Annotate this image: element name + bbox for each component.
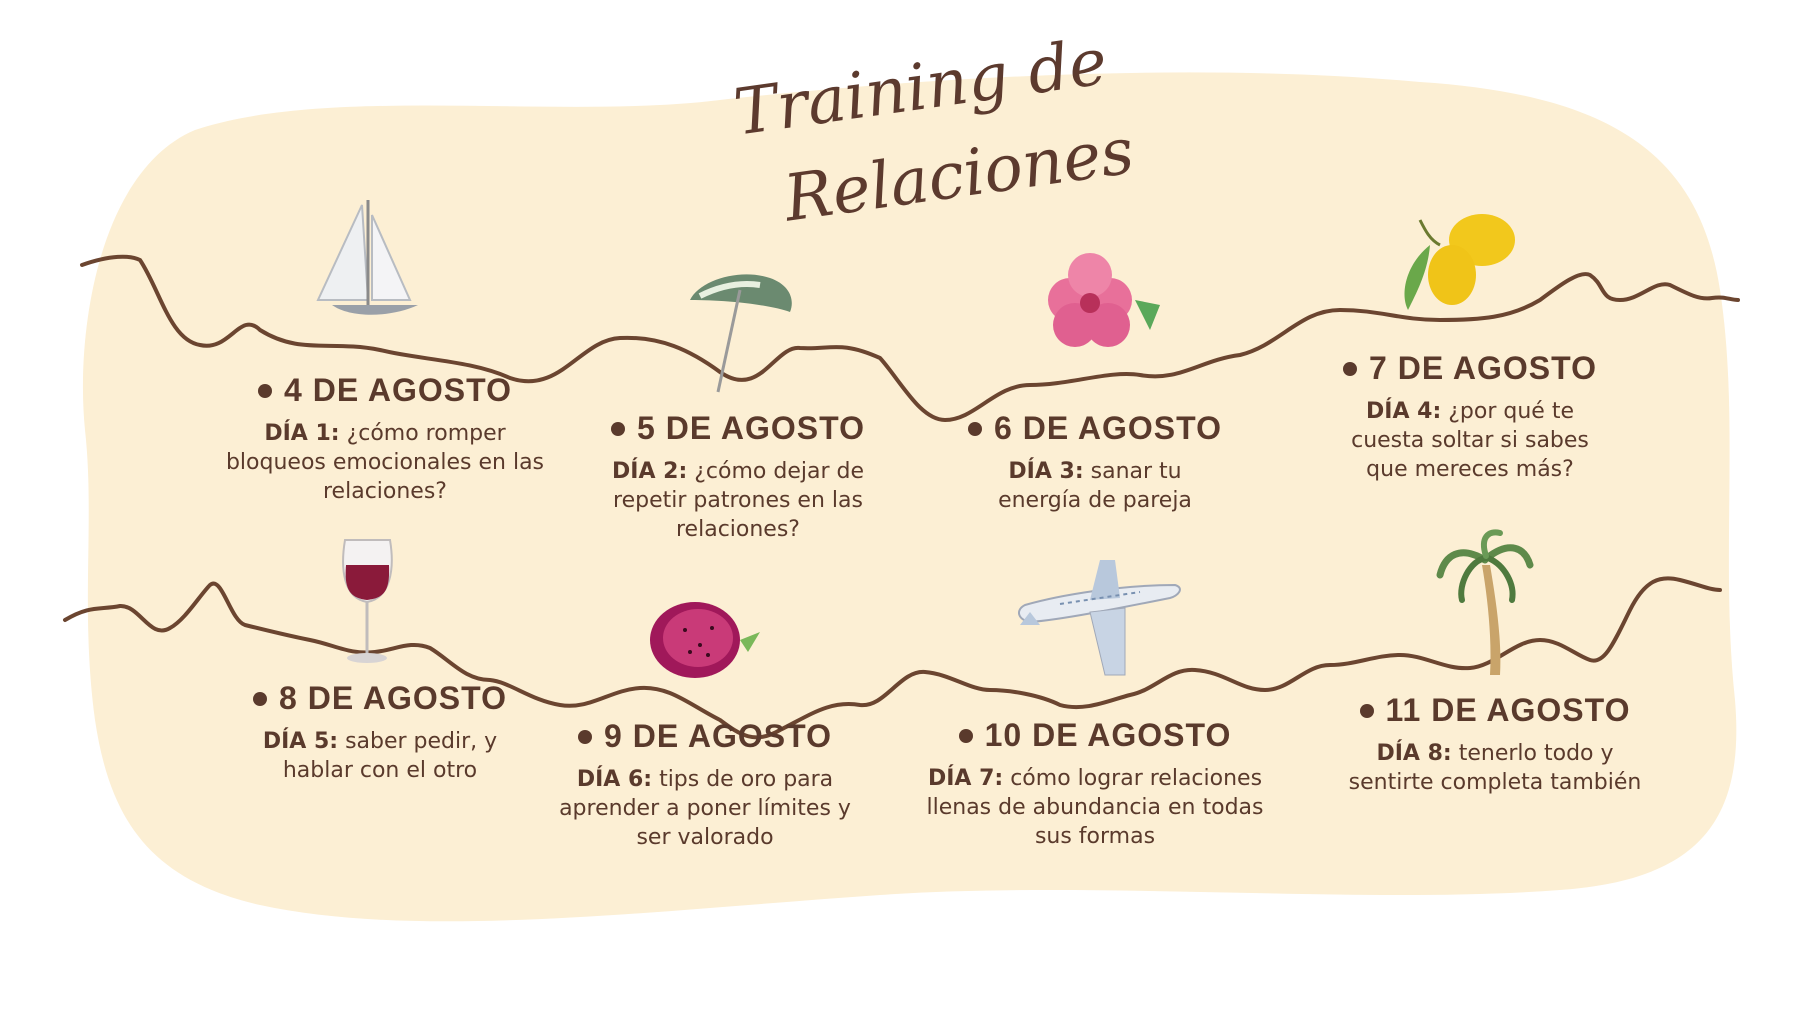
entry-date: 7 DE AGOSTO [1369, 350, 1597, 386]
entry-date: 9 DE AGOSTO [604, 718, 832, 754]
palm-tree-icon [1436, 529, 1534, 675]
entry-text: ¿cómo dejar de repetir patrones en las r… [613, 459, 864, 543]
entry-date: 6 DE AGOSTO [994, 410, 1222, 446]
bullet-icon [578, 729, 593, 744]
entry-date: 8 DE AGOSTO [279, 680, 507, 716]
cream-background-blob [82, 72, 1737, 922]
timeline-entry-4: 7 DE AGOSTO DÍA 4: ¿por qué te cuesta so… [1320, 350, 1620, 484]
bullet-icon [968, 421, 983, 436]
entry-date: 10 DE AGOSTO [984, 717, 1232, 753]
bullet-icon [611, 421, 626, 436]
hibiscus-flower-icon [1048, 253, 1160, 347]
entry-day: DÍA 2: [612, 459, 688, 484]
entry-text: saber pedir, y hablar con el otro [282, 729, 498, 784]
entry-day: DÍA 5: [262, 729, 339, 754]
bullet-icon [1343, 361, 1358, 376]
entry-day: DÍA 6: [576, 767, 653, 792]
entry-text: cómo lograr relaciones llenas de abundan… [926, 766, 1264, 850]
entry-text: ¿cómo romper bloqueos emocionales en las… [225, 421, 545, 505]
airplane-icon [1018, 560, 1181, 676]
beach-umbrella-icon [690, 274, 792, 393]
entry-day: DÍA 4: [1366, 399, 1442, 424]
timeline-entry-7: 10 DE AGOSTO DÍA 7: cómo lograr relacion… [925, 717, 1265, 851]
timeline-entry-8: 11 DE AGOSTO DÍA 8: tenerlo todo y senti… [1335, 692, 1655, 797]
timeline-wave-top [80, 254, 1740, 423]
bullet-icon [1359, 703, 1374, 718]
bullet-icon [958, 728, 973, 743]
entry-day: DÍA 1: [264, 421, 340, 446]
bullet-icon [258, 383, 273, 398]
timeline-entry-6: 9 DE AGOSTO DÍA 6: tips de oro para apre… [550, 718, 860, 852]
dragon-fruit-icon [650, 602, 760, 678]
entry-day: DÍA 7: [927, 766, 1004, 791]
entry-day: DÍA 3: [1008, 459, 1084, 484]
timeline-entry-1: 4 DE AGOSTO DÍA 1: ¿cómo romper bloqueos… [225, 372, 545, 506]
entry-date: 4 DE AGOSTO [284, 372, 512, 408]
entry-text: sanar tu energía de pareja [998, 459, 1192, 514]
entry-date: 5 DE AGOSTO [637, 410, 865, 446]
entry-text: ¿por qué te cuesta soltar si sabes que m… [1351, 399, 1589, 483]
entry-text: tips de oro para aprender a poner límite… [559, 767, 851, 851]
timeline-entry-2: 5 DE AGOSTO DÍA 2: ¿cómo dejar de repeti… [578, 410, 898, 544]
entry-date: 11 DE AGOSTO [1385, 692, 1631, 728]
entry-text: tenerlo todo y sentirte completa también [1348, 741, 1642, 796]
timeline-entry-5: 8 DE AGOSTO DÍA 5: saber pedir, y hablar… [220, 680, 540, 785]
bullet-icon [253, 691, 268, 706]
timeline-entry-3: 6 DE AGOSTO DÍA 3: sanar tu energía de p… [945, 410, 1245, 515]
sailboat-icon [316, 200, 418, 315]
wine-glass-icon [342, 539, 393, 663]
entry-day: DÍA 8: [1376, 741, 1452, 766]
lemons-icon [1404, 214, 1515, 310]
